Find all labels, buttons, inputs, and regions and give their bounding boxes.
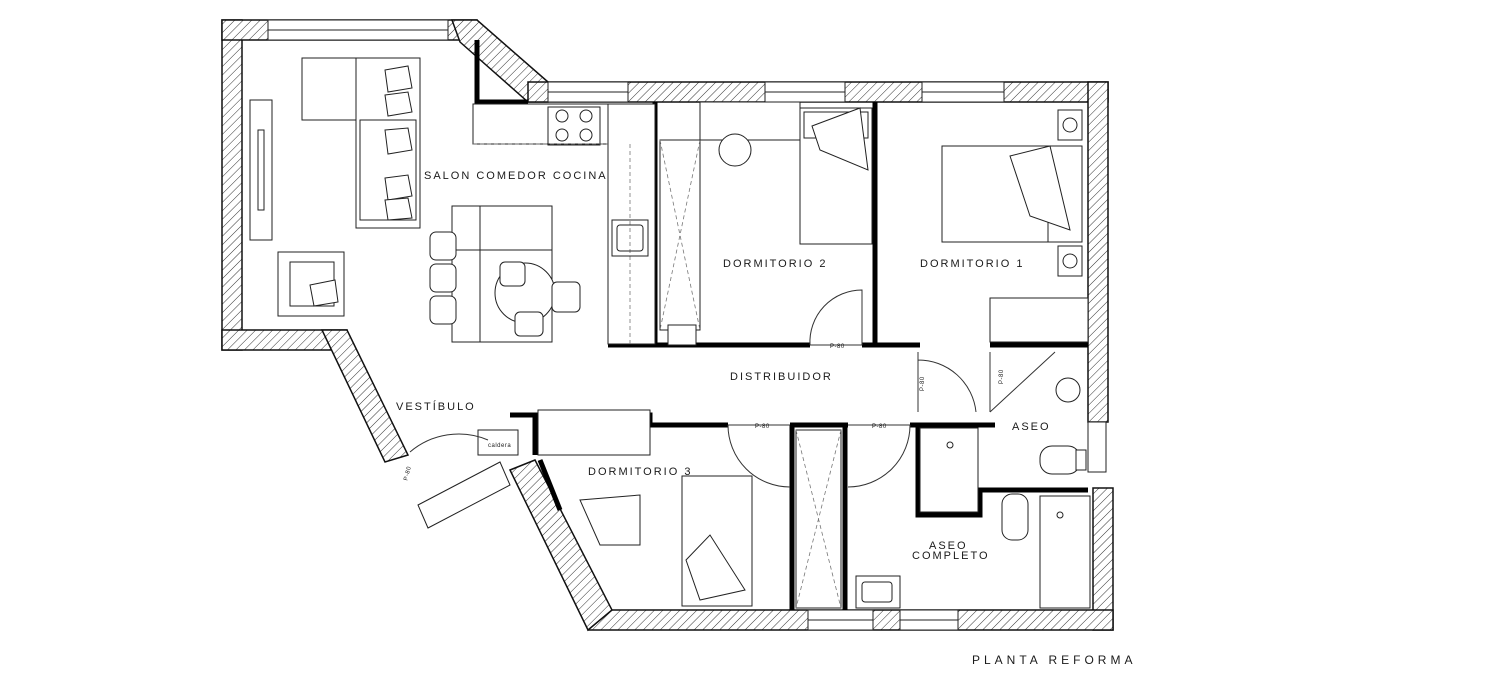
chair <box>514 311 544 337</box>
chair <box>551 281 581 313</box>
tv-cabinet <box>249 99 273 241</box>
boiler <box>477 429 519 456</box>
hallway-wardrobe <box>795 429 842 609</box>
windows <box>267 19 1107 631</box>
dormitorio1-furniture <box>941 109 1089 343</box>
room-label-aseo-completo-1: ASEO <box>929 540 968 552</box>
door-tag-d2: P-80 <box>830 344 845 350</box>
living-furniture <box>249 57 656 345</box>
room-label-dormitorio-3: DORMITORIO 3 <box>588 466 692 478</box>
doors <box>409 289 1056 529</box>
washbasin-icon <box>855 575 901 609</box>
aseo-fixtures <box>919 377 1087 513</box>
nightstand <box>1057 109 1083 141</box>
room-label-salon: SALON COMEDOR COCINA <box>424 170 608 182</box>
washbasin-icon <box>1055 377 1081 403</box>
kitchen-counter-side <box>607 103 656 345</box>
desk-chair <box>718 133 752 167</box>
pillow-icon <box>811 107 869 171</box>
bar-stool-icon <box>429 231 457 325</box>
wall-east-lower <box>1092 487 1114 631</box>
wall-east-upper <box>1087 81 1109 423</box>
aseo-completo-fixtures <box>855 493 1091 609</box>
column <box>667 324 697 346</box>
dormitorio2-furniture <box>659 101 873 346</box>
chair <box>499 261 526 287</box>
door-tag-aseo: P-80 <box>999 369 1005 384</box>
door-tag-entrance: P-80 <box>403 466 413 482</box>
door-tag-bath: P-80 <box>872 424 887 430</box>
wardrobe <box>989 297 1089 343</box>
shower-tray <box>919 427 979 513</box>
boiler-label: caldera <box>488 443 511 449</box>
wardrobe <box>537 409 651 456</box>
room-label-distribuidor: DISTRIBUIDOR <box>730 371 833 383</box>
kitchen-counter-top <box>472 103 609 145</box>
door-tag-d1: P-80 <box>920 376 926 391</box>
desk <box>699 101 801 141</box>
room-label-dormitorio-2: DORMITORIO 2 <box>723 258 827 270</box>
room-label-aseo: ASEO <box>1012 421 1051 433</box>
sink-icon <box>611 219 649 257</box>
toilet-icon <box>1001 493 1029 541</box>
wall-west <box>221 19 243 351</box>
room-label-aseo-completo-2: COMPLETO <box>912 550 990 562</box>
wall-vestibulo-diagonal <box>320 329 410 463</box>
wall-dormitorio3-diagonal <box>508 459 613 632</box>
bathtub <box>1039 495 1091 609</box>
pillow-icon <box>685 534 746 601</box>
entrance-door <box>417 461 511 529</box>
dormitorio3-furniture <box>477 409 753 607</box>
toilet-icon <box>1039 445 1081 475</box>
plan-title: PLANTA REFORMA <box>972 653 1136 667</box>
pillow-icon <box>1009 145 1071 231</box>
desk <box>579 494 641 546</box>
nightstand <box>1057 245 1083 277</box>
door-tag-d3: P-80 <box>755 424 770 430</box>
cushion-icon <box>309 65 413 307</box>
room-label-vestibulo: VESTÍBULO <box>396 400 476 413</box>
room-label-dormitorio-1: DORMITORIO 1 <box>920 258 1024 270</box>
cooktop-icon <box>547 106 601 146</box>
